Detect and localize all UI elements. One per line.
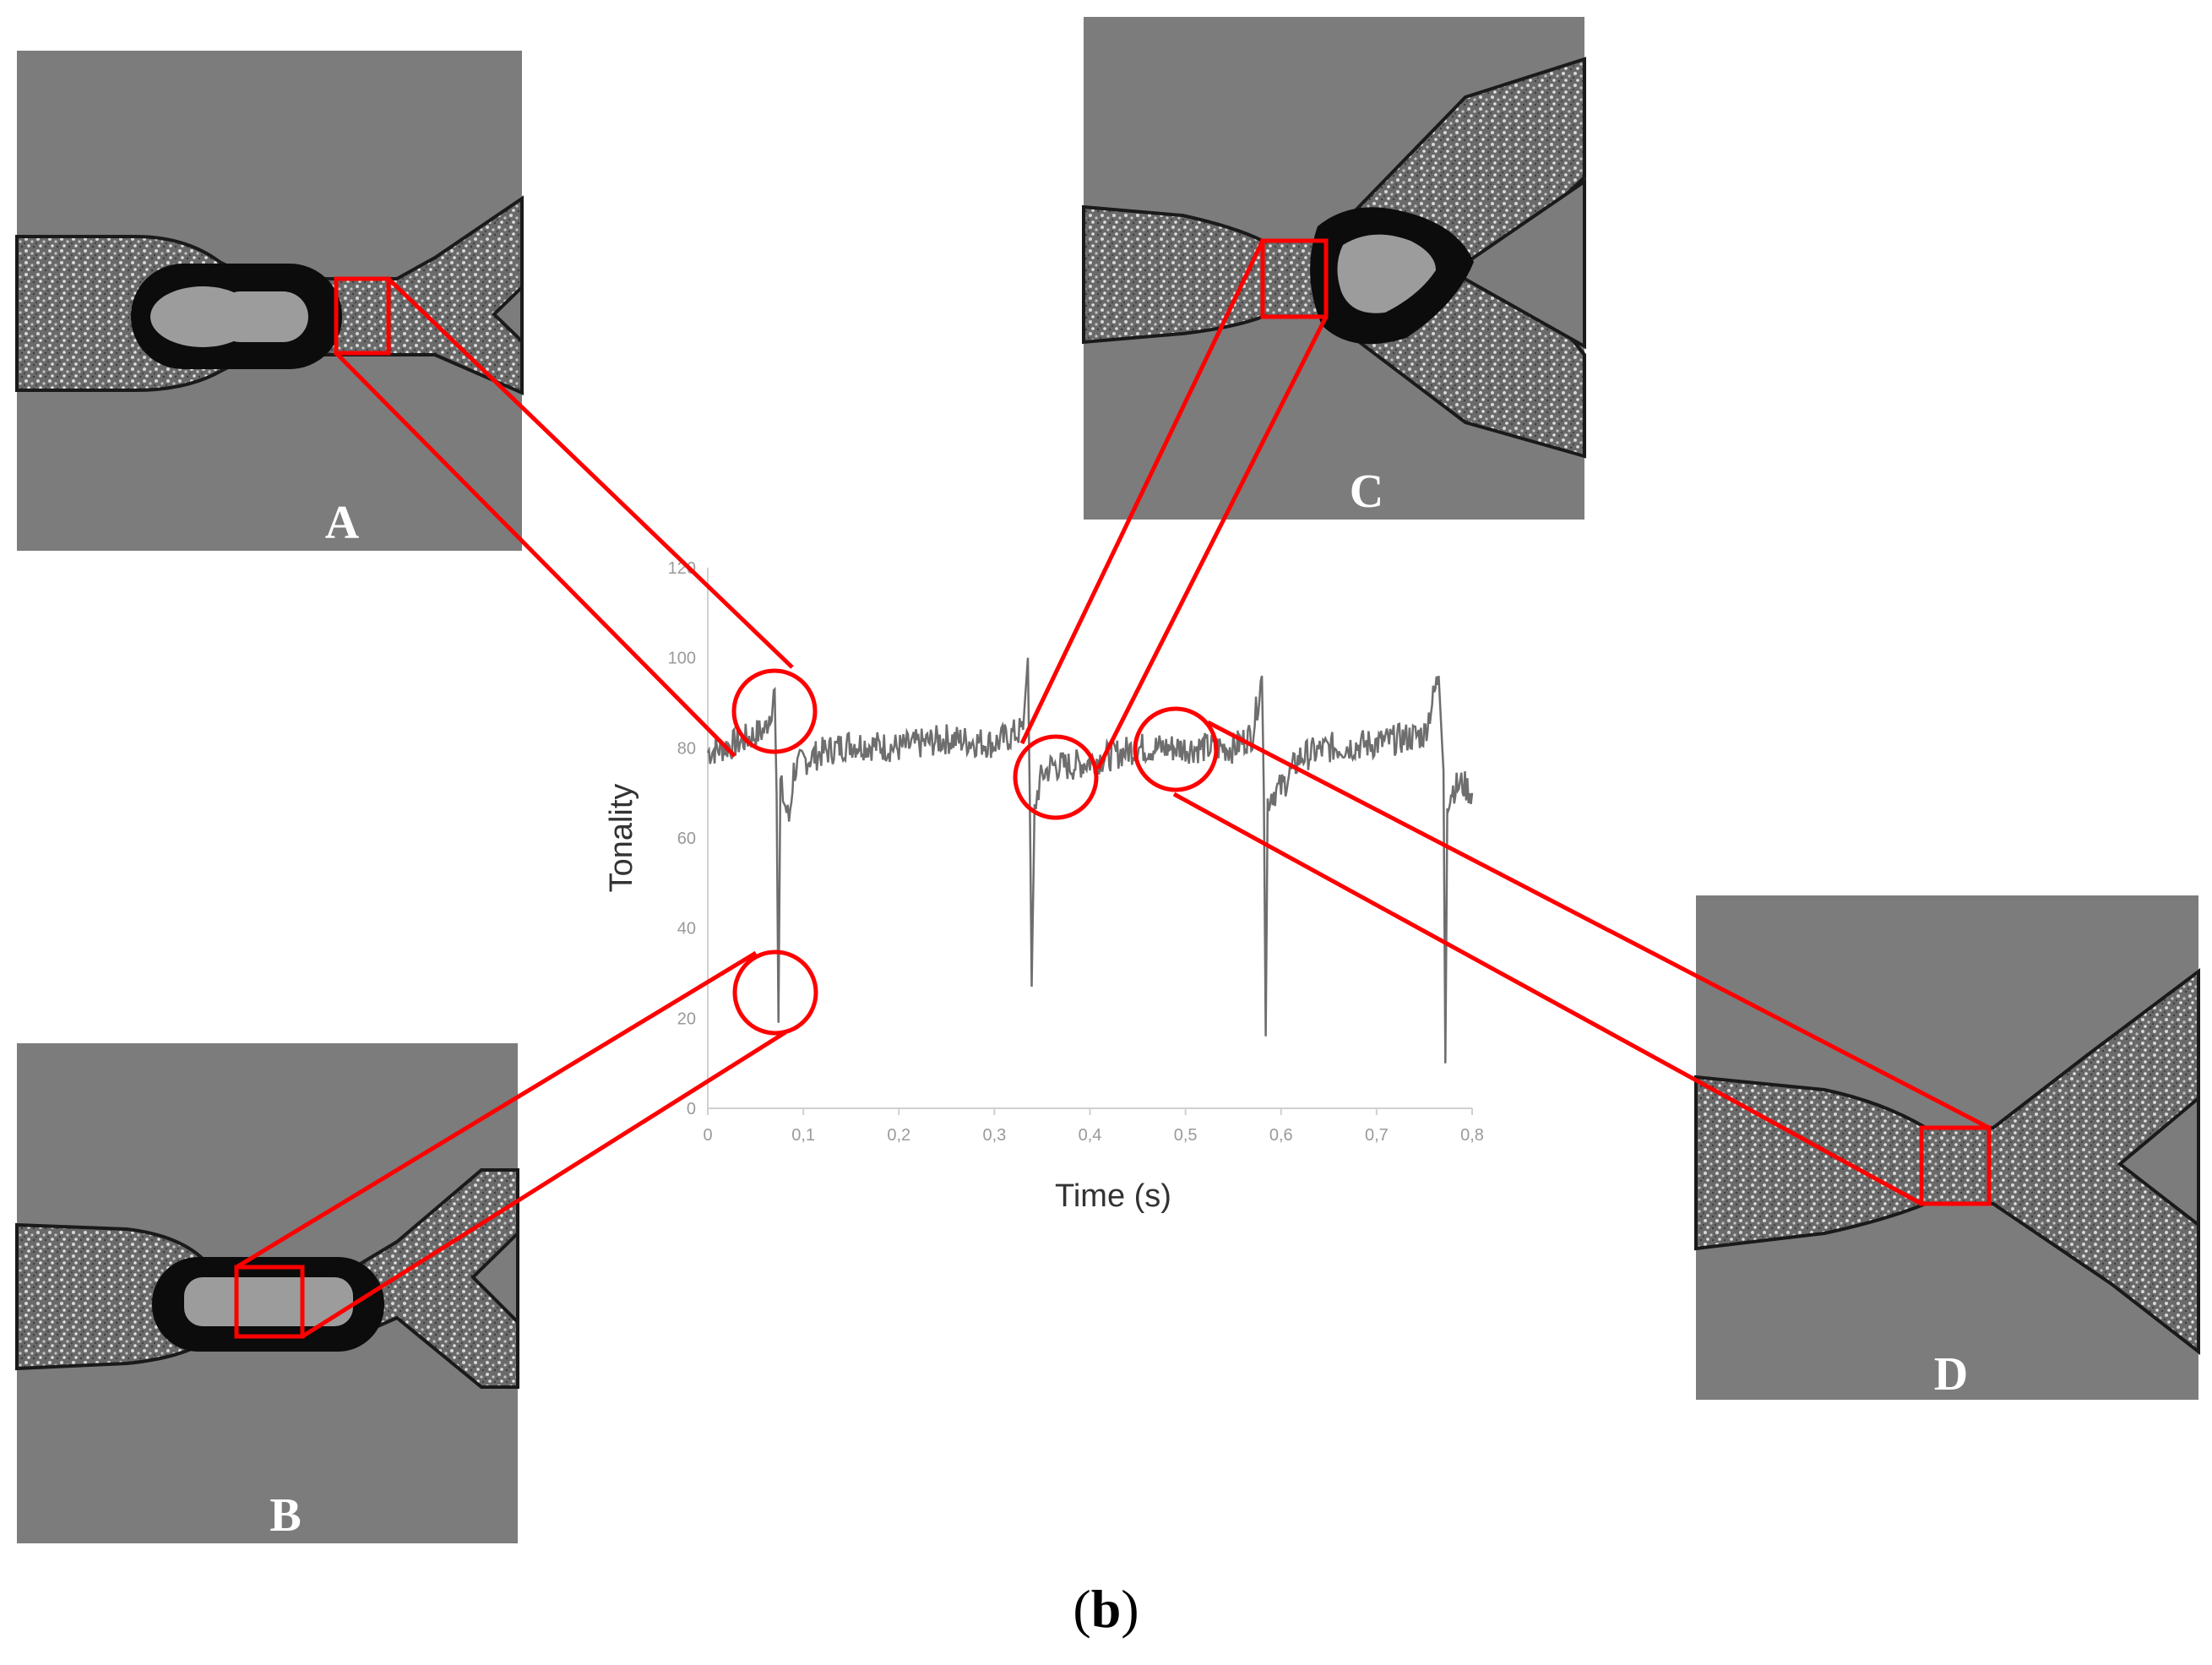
zoom-callouts	[234, 238, 1992, 1339]
panel-b-label: B	[269, 1489, 301, 1542]
y-tick-label: 120	[668, 559, 696, 578]
callout-c-left	[1019, 239, 1265, 745]
y-axis-title: Tonality	[604, 784, 639, 893]
callout-b-top	[235, 950, 758, 1270]
x-tick-label: 0,1	[791, 1126, 815, 1145]
y-tick-label: 0	[687, 1100, 696, 1118]
x-axis-title: Time (s)	[1055, 1178, 1171, 1214]
tonality-chart: 0 20 40 60 80 100 120 0 0,1 0,2 0,3 0,4 0,5 0,6 0,7 0,…	[604, 559, 1484, 1214]
caption-letter: b	[1090, 1579, 1122, 1639]
panel-a-label: A	[325, 497, 360, 549]
x-tick-label: 0,6	[1269, 1126, 1293, 1145]
x-tick-label: 0,4	[1079, 1126, 1102, 1145]
panel-d-label: D	[1934, 1348, 1968, 1401]
callout-b-bottom	[301, 1030, 787, 1339]
panel-a-zone-box	[334, 276, 391, 356]
x-tick-label: 0,2	[887, 1126, 910, 1145]
callout-d-top	[1206, 720, 1991, 1130]
panel-c-zone-box	[1260, 238, 1329, 319]
figure-caption: (b)	[1073, 1579, 1139, 1639]
tonality-signal-line	[706, 657, 1474, 1064]
callout-a-bottom	[334, 351, 736, 758]
panel-a-micrograph: A	[15, 51, 524, 551]
x-tick-label: 0,8	[1460, 1126, 1484, 1145]
y-tick-label: 100	[668, 650, 696, 668]
panel-d-micrograph: D	[1694, 895, 2200, 1401]
callout-b-circle	[732, 949, 818, 1036]
x-tick-label: 0	[703, 1126, 712, 1145]
y-tick-label: 20	[677, 1009, 696, 1028]
x-tick-label: 0,5	[1174, 1126, 1198, 1145]
y-tick-label: 60	[677, 830, 696, 848]
callout-c-circle	[1013, 734, 1099, 820]
y-tick-label: 40	[677, 920, 696, 939]
panel-c-label: C	[1350, 465, 1383, 518]
x-tick-label: 0,3	[982, 1126, 1006, 1145]
callout-d-bottom	[1172, 792, 1923, 1206]
callout-a-top	[387, 277, 794, 669]
callout-c-right	[1095, 315, 1329, 770]
callout-a-circle	[731, 668, 818, 754]
panel-d-zone-box	[1919, 1125, 1992, 1206]
panel-b-zone-box	[234, 1265, 305, 1339]
y-tick-label: 80	[677, 739, 696, 758]
panel-c-micrograph: C	[1082, 17, 1586, 520]
panel-b-micrograph: B	[15, 1043, 519, 1543]
x-tick-label: 0,7	[1365, 1126, 1389, 1145]
callout-d-circle	[1133, 706, 1219, 792]
